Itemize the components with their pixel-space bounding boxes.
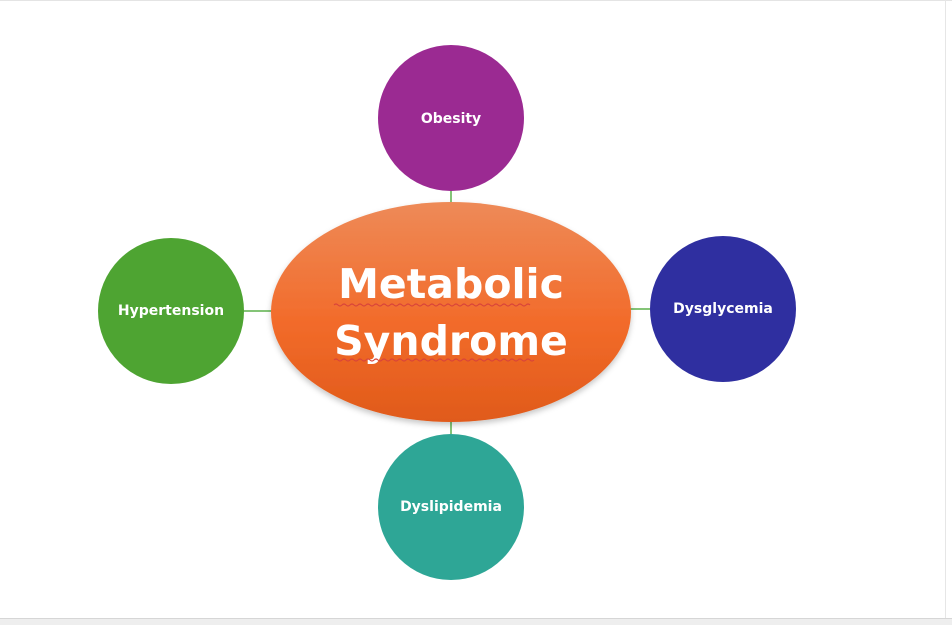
- spellcheck-underline-line1: [333, 303, 531, 307]
- dyslipidemia-label: Dyslipidemia: [400, 499, 502, 515]
- bottom-scroll-strip: [0, 618, 952, 625]
- obesity-circle: [378, 45, 524, 191]
- dyslipidemia-circle: [378, 434, 524, 580]
- right-border: [945, 0, 946, 618]
- node-obesity: Obesity: [378, 45, 524, 191]
- dysglycemia-circle: [650, 236, 796, 382]
- node-dysglycemia: Dysglycemia: [650, 236, 796, 382]
- hypertension-circle: [98, 238, 244, 384]
- center-label-line2: Syndrome: [334, 317, 568, 365]
- spellcheck-underline-line2: [333, 358, 535, 362]
- center-label-line1: Metabolic: [338, 260, 564, 308]
- obesity-label: Obesity: [421, 111, 481, 127]
- dysglycemia-label: Dysglycemia: [673, 301, 773, 317]
- node-dyslipidemia: Dyslipidemia: [378, 434, 524, 580]
- top-border: [0, 0, 952, 1]
- center-ellipse: [271, 202, 631, 422]
- connectors: [244, 191, 650, 434]
- center-node: Metabolic Syndrome: [271, 202, 631, 422]
- node-hypertension: Hypertension: [98, 238, 244, 384]
- hypertension-label: Hypertension: [118, 303, 224, 319]
